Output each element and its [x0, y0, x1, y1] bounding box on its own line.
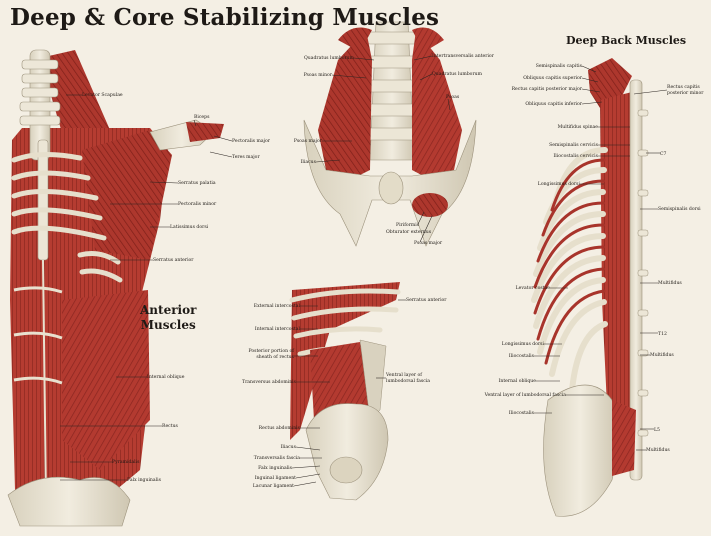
label-obliquus-superior: Obliquus capitis superior [523, 75, 583, 81]
label-obturator-externus: Obturator externus [386, 229, 432, 235]
label-iliocostalis-back: Iliocostalis [509, 410, 535, 416]
rectus-tendinous-lines [13, 286, 63, 385]
label-serratus-anterior: Serratus anterior [153, 257, 194, 263]
label-l5: L5 [654, 427, 660, 433]
lumbar-vertebrae [359, 31, 425, 141]
anterior-figure [7, 49, 224, 527]
section-title-anterior: Anterior Muscles [140, 303, 196, 333]
pectoral-muscle [186, 122, 224, 142]
latissimus-muscle [82, 130, 172, 260]
section-title-deep-back: Deep Back Muscles [566, 34, 687, 47]
sacral-muscle [612, 400, 636, 476]
spinous-processes [637, 109, 649, 437]
label-psoas-major: Psoas major [294, 138, 323, 144]
deep-back-figure [531, 58, 649, 517]
label-falx-inguinalis-mid: Falx inguinalis [258, 465, 293, 471]
label-semispinalis-dorsi: Semispinalis dorsi [658, 206, 701, 212]
label-transversalis-fascia: Transversalis fascia [254, 455, 301, 461]
psoas-figure [303, 21, 477, 247]
label-piriformis: Piriformis [396, 222, 420, 228]
label-lacunar-ligament: Lacunar ligament [253, 483, 294, 489]
hip-socket [329, 456, 363, 484]
label-semispinalis-capitis: Semispinalis capitis [536, 63, 583, 69]
page-title: Deep & Core Stabilizing Muscles [10, 4, 440, 31]
label-pyramidalis: Pyramidalis [112, 459, 140, 465]
section-title-anterior-line2: Muscles [140, 318, 196, 332]
right-psoas-muscle [412, 30, 462, 190]
label-transversus: Transversus abdominis [242, 379, 297, 385]
oblique-muscle [62, 290, 150, 470]
label-posterior-sheath-2: sheath of rectus [256, 354, 294, 360]
label-quadratus-lumborum-left: Quadratus lumborum [304, 55, 355, 61]
lateral-pelvis [305, 403, 389, 501]
label-levator-costae: Levator costae [516, 285, 551, 291]
label-iliacus-mid: Iliacus [281, 444, 297, 450]
neck-vertebrae [19, 59, 61, 126]
label-external-intercostal: External intercostal [254, 303, 301, 309]
label-iliocostalis-cervicis: Iliocostalis cervicis [553, 153, 598, 159]
label-multifidus-1: Multifidus [658, 280, 682, 286]
back-spine [629, 79, 643, 481]
lateral-figure [289, 282, 401, 501]
label-multifidus-spinae: Multifidus spinae [558, 124, 599, 130]
label-obliquus-inferior: Obliquus capitis inferior [525, 101, 582, 107]
label-longissimus-dorsi-2: Longissimus dorsi [502, 341, 545, 347]
label-ventral-layer-1: Ventral layer of [385, 372, 422, 378]
label-intertransversalis: Intertransversalis anterior [432, 53, 495, 59]
label-psoas-minor: Psoas minor [304, 72, 333, 78]
label-psoas: Psoas [446, 94, 460, 100]
label-serratus-anterior-mid: Serratus anterior [406, 297, 447, 303]
labels-deep-back: Semispinalis capitis Obliquus capitis su… [484, 63, 705, 453]
label-iliacus: Iliacus [301, 159, 317, 165]
label-inguinal-ligament: Inguinal ligament [255, 475, 296, 481]
label-rectus-posterior-major: Rectus capitis posterior major [512, 86, 583, 92]
back-pelvis [543, 384, 618, 517]
label-semispinalis-cervicis: Semispinalis cervicis [549, 142, 599, 148]
left-rib-muscle [338, 27, 372, 52]
back-ribs [531, 147, 608, 393]
label-t12: T12 [658, 331, 667, 337]
label-psoas-major-low: Psoas major [414, 240, 443, 246]
lumbar-fascia [359, 339, 387, 421]
label-multifidus-3: Multifidus [646, 447, 670, 453]
label-teres-major: Teres major [232, 154, 260, 160]
label-rectus: Rectus [162, 423, 179, 429]
label-pectoralis-minor: Pectoralis minor [178, 201, 217, 207]
label-levator-scapulae: Levator Scapulae [82, 92, 123, 98]
label-rectus-posterior-minor-2: posterior minor [667, 90, 704, 96]
obturator-muscle [412, 193, 448, 217]
label-ventral-layer-2: lumbodorsal fascia [386, 378, 430, 384]
label-pectoralis-major: Pectoralis major [232, 138, 271, 144]
label-iliocostalis: Iliocostalis [509, 353, 535, 359]
label-longissimus-dorsi: Longissimus dorsi [538, 181, 581, 187]
label-falx-inguinalis: Falx inguinalis [127, 477, 162, 483]
label-c7: C7 [660, 151, 667, 157]
label-quadratus-lumborum-right: Quadratus lumborum [432, 71, 483, 77]
left-psoas-muscle [318, 30, 372, 190]
label-rectus-abdominis: Rectus abdominis [259, 425, 301, 431]
label-biceps: Biceps [194, 114, 210, 120]
label-rectus-posterior-minor-1: Rectus capitis [667, 84, 700, 90]
labels-lateral: External intercostal Serratus anterior I… [242, 297, 447, 489]
label-posterior-sheath-1: Posterior portion of [248, 348, 294, 354]
labels-anterior: Levator Scapulae Biceps Pectoralis major… [82, 92, 271, 483]
section-title-anterior-line1: Anterior [140, 303, 197, 317]
right-rib-muscle [412, 27, 444, 52]
label-latissimus-dorsi: Latissimus dorsi [170, 224, 209, 230]
sacrum [378, 171, 404, 205]
sternum [37, 139, 49, 261]
label-internal-oblique: Internal oblique [147, 374, 185, 380]
anterior-pelvis [7, 476, 131, 527]
labels-psoas: Quadratus lumborum Intertransversalis an… [294, 53, 495, 246]
lateral-muscle-wall [290, 282, 400, 440]
leader-lines [60, 55, 668, 487]
label-internal-intercostal: Internal intercostal [255, 326, 301, 332]
label-serratus-palatia: Serratus palatia [178, 180, 216, 186]
label-multifidus-2: Multifidus [650, 352, 674, 358]
label-internal-oblique-back: Internal oblique [499, 378, 537, 384]
label-ventral-layer-back: Ventral layer of lumbodorsal fascia [484, 392, 567, 398]
